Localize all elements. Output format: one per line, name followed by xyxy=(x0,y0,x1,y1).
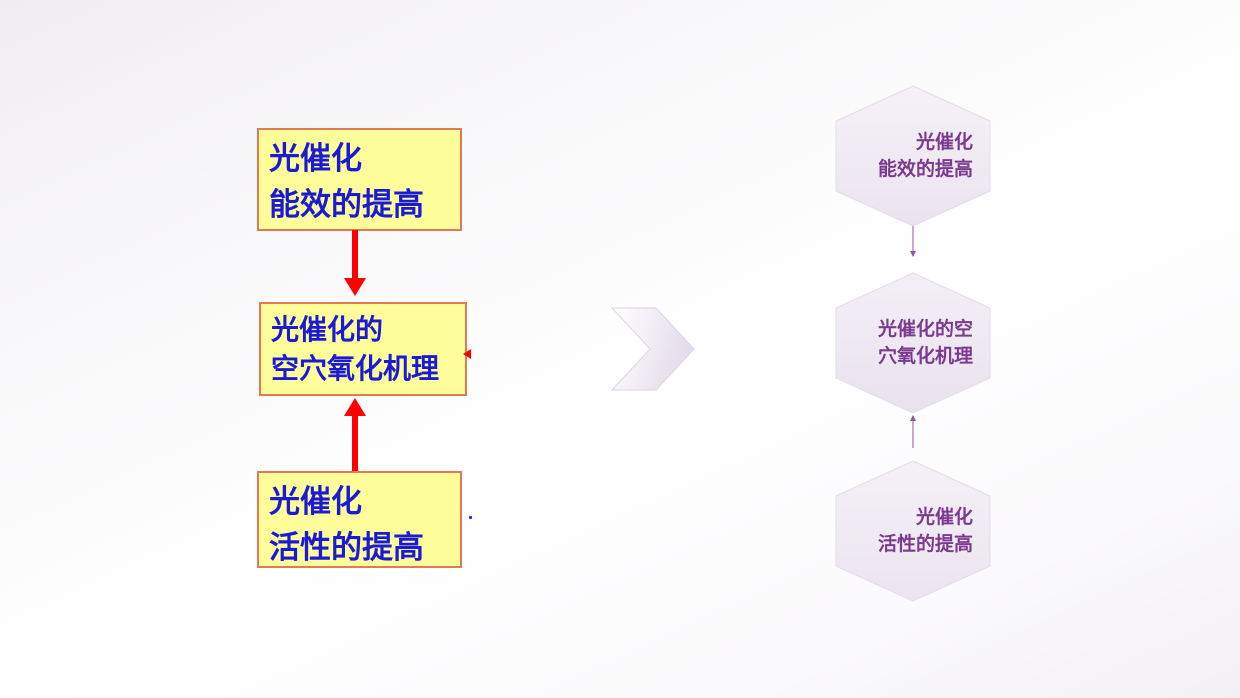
top-box-line-1: 光催化 xyxy=(269,141,362,177)
bottom-hex-line-2: 活性的提高 xyxy=(877,533,973,555)
middle-box-hole-oxidation-mechanism: 光催化的 空穴氧化机理 xyxy=(259,302,467,396)
purple-arrow-up-icon xyxy=(910,415,916,448)
hexagon-hole-oxidation-mechanism: 光催化的空 穴氧化机理 xyxy=(835,272,991,414)
middle-hex-line-1: 光催化的空 xyxy=(877,318,973,340)
middle-box-line-1: 光催化的 xyxy=(271,313,384,346)
bottom-box-line-2: 活性的提高 xyxy=(269,530,424,566)
bottom-box-improve-activity: 光催化 活性的提高 xyxy=(257,471,462,568)
hexagon-improve-activity: 光催化 活性的提高 xyxy=(835,460,991,602)
top-box-improve-efficiency: 光催化 能效的提高 xyxy=(257,128,462,231)
red-arrow-down-icon xyxy=(344,230,366,296)
top-hex-line-2: 能效的提高 xyxy=(877,158,973,180)
purple-arrow-down-icon xyxy=(910,226,916,257)
hexagon-shape xyxy=(835,272,991,414)
top-hex-line-1: 光催化 xyxy=(915,131,973,153)
small-blue-dot-icon xyxy=(468,515,473,520)
top-box-line-2: 能效的提高 xyxy=(269,187,424,223)
chevron-right-icon xyxy=(610,307,695,391)
middle-box-line-2: 空穴氧化机理 xyxy=(271,352,440,385)
middle-hex-line-2: 穴氧化机理 xyxy=(877,345,973,367)
bottom-box-line-1: 光催化 xyxy=(269,484,362,520)
bottom-hex-line-1: 光催化 xyxy=(915,506,973,528)
hexagon-shape xyxy=(835,460,991,602)
red-arrow-up-icon xyxy=(344,398,366,472)
hexagon-improve-efficiency: 光催化 能效的提高 xyxy=(835,85,991,227)
small-red-arrowhead-icon xyxy=(463,349,471,359)
